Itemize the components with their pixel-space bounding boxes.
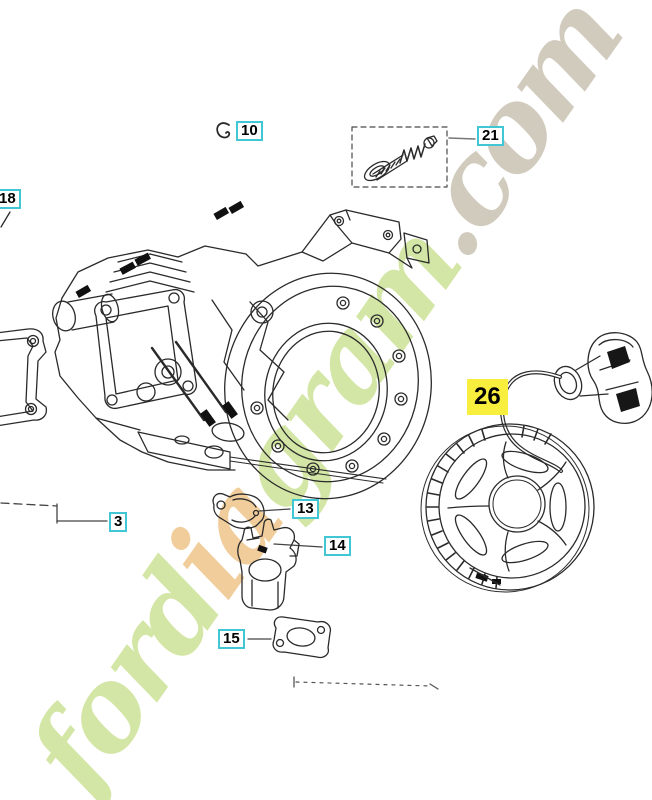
muffler-gasket-part-13 [212,492,291,530]
engine-studs [75,200,245,298]
callout-26-highlighted[interactable]: 26 [467,379,508,415]
bottom-dashed-line [293,676,439,690]
callout-10[interactable]: 10 [236,121,263,141]
callout-3[interactable]: 3 [109,512,128,532]
starter-wheel [420,423,595,593]
top-bracket [301,209,430,269]
callout-21[interactable]: 21 [477,126,504,146]
leader-18 [0,211,11,228]
carb-gasket-part-15 [247,616,332,659]
screw-icon [372,135,438,181]
recoil-starter-drawing [420,332,652,593]
callout-14[interactable]: 14 [324,536,351,556]
engine-assembly-drawing [52,200,432,500]
callout-13[interactable]: 13 [292,499,319,519]
cover-plate-part [0,328,48,427]
callout-15[interactable]: 15 [218,629,245,649]
callout-18[interactable]: 18 [0,189,21,209]
screw-detail-box [351,126,476,188]
hook-part-10 [216,122,231,139]
bracket-part-14 [237,518,323,611]
starter-handle [553,332,652,424]
flange-bolt-tabs [250,296,408,476]
leader-3 [0,502,108,524]
washer-icon [363,160,391,182]
